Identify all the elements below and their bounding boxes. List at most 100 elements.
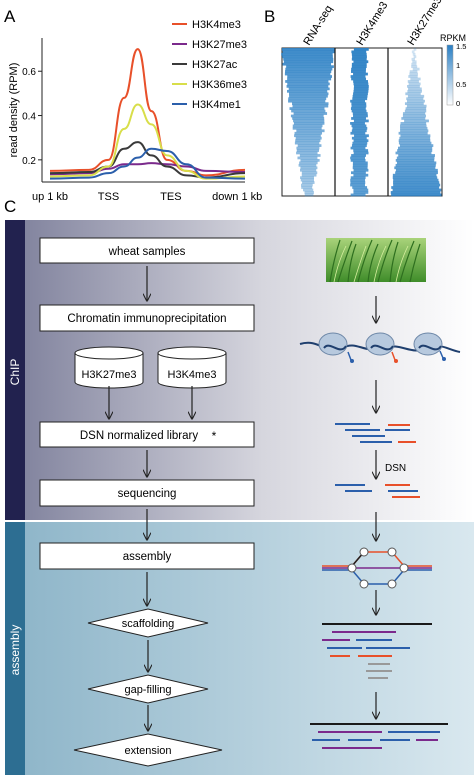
step-sequencing: sequencing: [118, 488, 177, 500]
heatmap-cell: [353, 89, 369, 93]
heatmap-cell: [296, 129, 325, 133]
heatmap-cell: [301, 171, 318, 175]
heatmap-cell: [284, 72, 331, 76]
heatmap-cell: [288, 92, 329, 96]
heatmap-cell: [352, 141, 368, 145]
heatmap-cell: [390, 191, 441, 194]
chip-band: [5, 220, 25, 520]
heatmap-col-h3k4me3: H3K4me3: [354, 0, 390, 48]
heatmap-cell: [397, 149, 433, 152]
heatmap-cell: [413, 55, 417, 59]
heatmap-cell: [302, 181, 315, 184]
heatmap-cell: [400, 134, 431, 138]
heatmap-cell: [294, 141, 320, 145]
legend-label-h3k27me3: H3K27me3: [192, 39, 247, 51]
heatmap-cell: [296, 151, 318, 155]
heatmap-cell: [399, 144, 434, 147]
heatmap-cell: [402, 114, 426, 118]
heatmap-cell: [404, 109, 427, 113]
heatmap-cell: [300, 166, 318, 170]
heatmap-cell: [287, 75, 332, 78]
step-wheat-samples: wheat samples: [108, 246, 186, 258]
heatmap-cell: [351, 144, 367, 147]
heatmap-cell: [287, 77, 332, 81]
heatmap-cell: [287, 82, 330, 86]
heatmap-cell: [300, 176, 315, 180]
step-assembly-box: [39, 542, 255, 570]
heatmap-cell: [350, 176, 366, 180]
heatmap-cell: [412, 52, 416, 56]
heatmap-cell: [353, 168, 369, 172]
heatmap-cell: [408, 87, 422, 91]
heatmap-cell: [296, 149, 320, 152]
heatmap-cell: [286, 85, 329, 88]
heatmap-cell: [288, 97, 327, 101]
heatmap-cell: [351, 50, 367, 54]
heatmap-cell: [395, 171, 438, 175]
heatmap-cell: [395, 159, 435, 162]
heatmap-columns: [281, 48, 442, 197]
colorbar: [446, 44, 454, 106]
heatmap-cell: [408, 82, 421, 86]
heatmap-cell: [354, 134, 369, 138]
heatmap-cell: [352, 161, 368, 165]
series-line-h3k36me3: [49, 103, 246, 180]
heatmap-cell: [353, 60, 369, 64]
heatmap-cell: [391, 186, 440, 189]
heatmap-cell: [351, 117, 366, 120]
heatmap-cell: [409, 72, 418, 76]
heatmap-cell: [353, 188, 369, 192]
cylinder-h3k4me3: H3K4me3: [157, 346, 227, 389]
heatmap-cell: [407, 85, 420, 88]
reads-before-dsn: [335, 423, 416, 443]
step-dsn-library-box: [39, 421, 255, 448]
heatmap-cell: [282, 62, 332, 66]
heatmap-cell: [413, 48, 417, 51]
x-tick-label: up 1 kb: [32, 191, 68, 203]
heatmap-cell: [301, 173, 317, 177]
heatmap-cell: [292, 124, 323, 128]
step-gap-filling-diamond: [87, 674, 209, 704]
heatmap-cell: [288, 99, 326, 103]
heatmap-cell: [297, 144, 322, 147]
heatmap-cell: [353, 82, 369, 86]
heatmap-cell: [282, 50, 335, 54]
heatmap-cell: [393, 181, 440, 184]
heatmap-cell: [352, 163, 368, 167]
series-line-h3k27ac: [49, 141, 246, 179]
heatmap-cell: [292, 104, 329, 108]
panel-label-a: A: [4, 7, 16, 26]
heatmap-cell: [352, 94, 368, 98]
heatmap-cell: [295, 136, 322, 140]
heatmap-col-rna-seq: RNA-seq: [301, 3, 335, 47]
heatmap-cell: [398, 141, 432, 145]
heatmap-cell: [402, 112, 426, 115]
scaffold-reads: [322, 623, 432, 679]
heatmap-cell: [291, 109, 326, 113]
heatmap-cell: [351, 102, 367, 106]
heatmap-cell: [396, 161, 437, 165]
heatmap-cell: [350, 171, 366, 175]
legend-label-h3k27ac: H3K27ac: [192, 59, 238, 71]
heatmap-cell: [293, 112, 328, 115]
heatmap-cell: [393, 183, 441, 187]
heatmap-cell: [404, 119, 429, 123]
dsn-asterisk: *: [212, 429, 217, 443]
heatmap-cell: [289, 107, 325, 110]
heatmap-cell: [351, 124, 367, 128]
heatmap-cell: [350, 122, 365, 125]
panel-label-b: B: [264, 7, 275, 26]
extension-reads: [310, 723, 448, 749]
colorbar-tick-max: 1.5: [456, 42, 466, 51]
heatmap-cell: [299, 161, 318, 165]
chip-band-label: ChIP: [8, 359, 22, 386]
y-axis-label: read density (RPM): [8, 63, 20, 158]
heatmap-cell: [283, 60, 334, 64]
heatmap-cell: [412, 60, 417, 64]
heatmap-cell: [351, 67, 366, 71]
x-tick-label: TES: [160, 191, 181, 203]
heatmap-cell: [398, 146, 433, 150]
heatmap-cell: [300, 159, 320, 162]
